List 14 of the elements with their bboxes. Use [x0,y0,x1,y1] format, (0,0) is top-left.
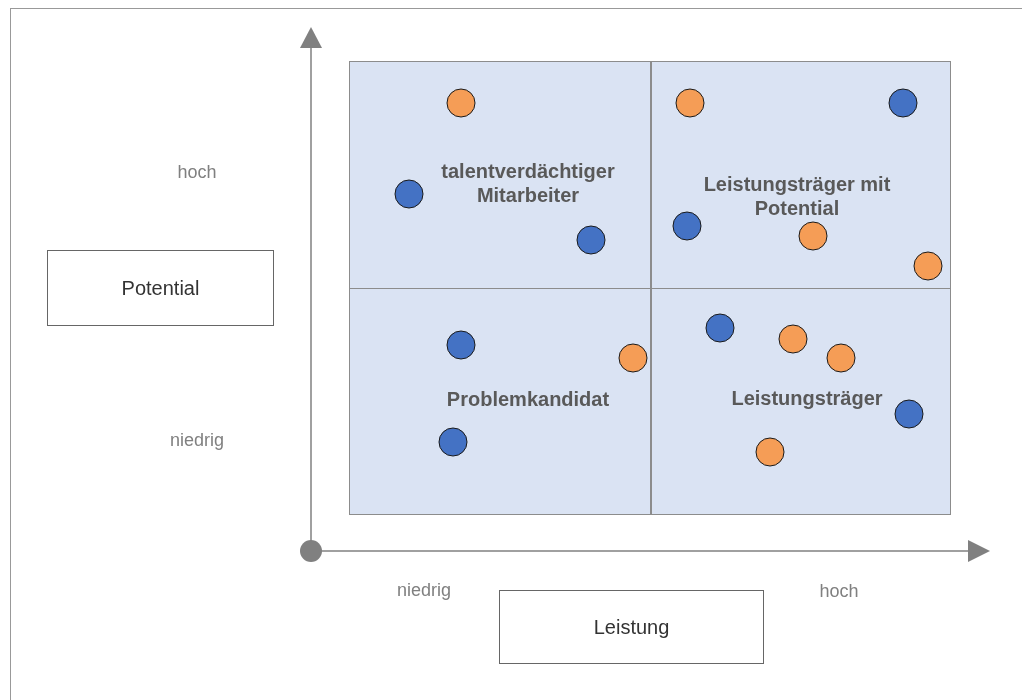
quadrant-box [349,61,651,289]
axis-level-label: niedrig [397,579,451,601]
axis-level-label: hoch [819,580,859,602]
axis-level-label: niedrig [170,429,224,451]
quadrant-title: Leistungsträger [730,386,884,410]
quadrant-title: Problemkandidat [445,387,611,411]
axis-title-box: Leistung [499,590,764,664]
quadrant-title: Leistungsträger mit Potential [702,172,892,220]
quadrant-box [651,288,951,515]
axis-title-box: Potential [47,250,274,326]
quadrant-box [349,288,651,515]
quadrant-box [651,61,951,289]
axis-level-label: hoch [177,161,217,183]
quadrant-title: talentverdächtiger Mitarbeiter [440,159,616,207]
